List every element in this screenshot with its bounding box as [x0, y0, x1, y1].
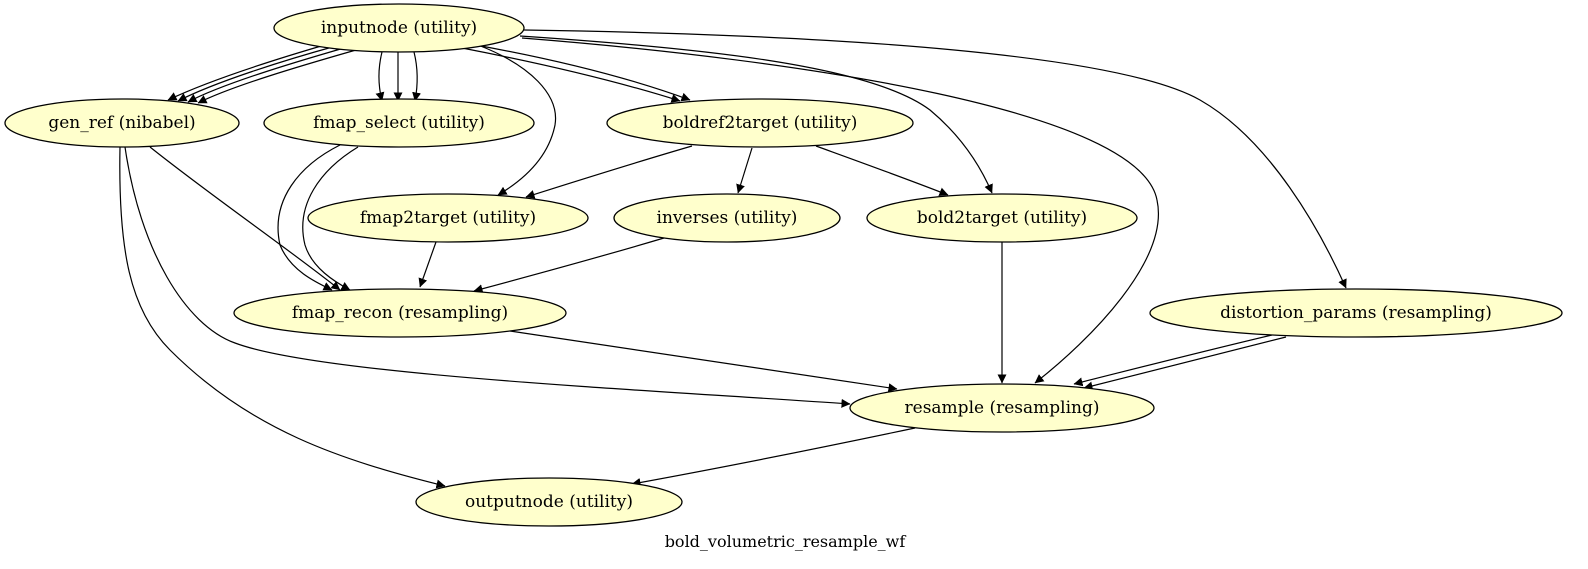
node-label: fmap_select (utility): [313, 113, 485, 133]
node-resample: resample (resampling): [849, 383, 1155, 433]
node-bold2target: bold2target (utility): [866, 193, 1138, 243]
node-inputnode: inputnode (utility): [273, 3, 525, 53]
node-label: resample (resampling): [905, 398, 1100, 418]
node-fmap2target: fmap2target (utility): [307, 193, 589, 243]
node-label: distortion_params (resampling): [1220, 303, 1492, 323]
edge-inputnode-to-boldref2target: [461, 43, 691, 103]
node-label: fmap2target (utility): [360, 208, 536, 228]
graph-caption: bold_volumetric_resample_wf: [665, 532, 907, 551]
edge-inputnode-to-fmap2target: [477, 44, 557, 196]
node-fmap-recon: fmap_recon (resampling): [233, 288, 567, 338]
node-label: inverses (utility): [657, 208, 798, 228]
node-label: inputnode (utility): [321, 18, 477, 38]
edge-inputnode-to-bold2target: [519, 35, 993, 194]
node-distortion-params: distortion_params (resampling): [1149, 288, 1563, 338]
edge-boldref2target-to-bold2target: [815, 145, 949, 197]
node-label: gen_ref (nibabel): [48, 113, 195, 133]
edge-fmap2target-to-fmap-recon: [418, 241, 437, 288]
edge-fmap-select-to-fmap-recon: [277, 144, 359, 291]
edge-boldref2target-to-fmap2target: [525, 145, 693, 199]
node-label: fmap_recon (resampling): [292, 303, 508, 323]
edge-inputnode-to-fmap-select: [375, 51, 421, 102]
edge-boldref2target-to-inverses: [736, 147, 753, 194]
edge-fmap-recon-to-resample: [509, 330, 898, 393]
node-gen-ref: gen_ref (nibabel): [4, 98, 240, 148]
node-label: boldref2target (utility): [663, 113, 858, 133]
node-label: outputnode (utility): [465, 492, 633, 512]
edge-inputnode-to-distortion-params: [523, 29, 1347, 289]
node-boldref2target: boldref2target (utility): [606, 98, 914, 148]
node-outputnode: outputnode (utility): [415, 477, 683, 527]
edge-inputnode-to-resample: [521, 37, 1159, 384]
edge-gen-ref-to-fmap-recon: [149, 146, 341, 291]
node-label: bold2target (utility): [917, 208, 1087, 228]
edge-gen-ref-to-resample: [124, 146, 851, 408]
edge-gen-ref-to-outputnode: [119, 146, 446, 489]
node-inverses: inverses (utility): [613, 193, 841, 243]
edge-resample-to-outputnode: [631, 427, 916, 487]
edge-inverses-to-fmap-recon: [473, 237, 665, 294]
node-fmap-select: fmap_select (utility): [263, 98, 535, 148]
edge-distortion-params-to-resample: [1073, 334, 1287, 391]
edge-inputnode-to-gen-ref: [167, 43, 357, 104]
